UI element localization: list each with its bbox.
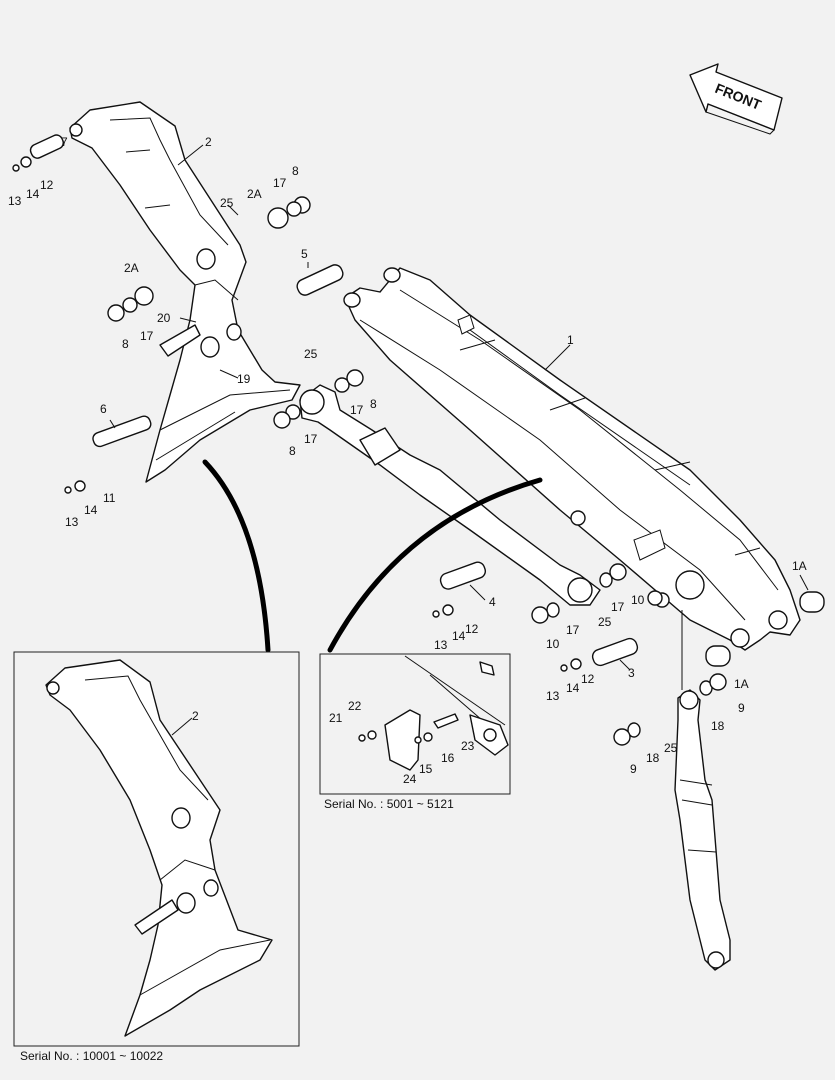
inset-pointer-mid — [327, 477, 543, 653]
callout-14: 14 — [566, 681, 580, 695]
callout-14: 14 — [452, 629, 466, 643]
callout-3: 3 — [628, 666, 635, 680]
callout-labels: 1 1A 1A 2 2A 2A 3 4 5 6 7 8 8 8 8 9 9 10… — [8, 135, 807, 786]
boom-arm — [69, 101, 301, 483]
callout-23: 23 — [461, 739, 475, 753]
callout-17: 17 — [611, 600, 625, 614]
callout-25: 25 — [598, 615, 612, 629]
callout-25: 25 — [304, 347, 318, 361]
callout-2-inset: 2 — [192, 709, 199, 723]
callout-14: 14 — [26, 187, 40, 201]
callout-18: 18 — [711, 719, 725, 733]
callout-25: 25 — [664, 741, 678, 755]
callout-1a: 1A — [734, 677, 749, 691]
callout-17: 17 — [566, 623, 580, 637]
callout-12: 12 — [465, 622, 479, 636]
callout-11: 11 — [103, 491, 116, 505]
callout-17: 17 — [273, 176, 287, 190]
callout-17: 17 — [140, 329, 154, 343]
callout-25: 25 — [220, 196, 234, 210]
callout-20: 20 — [157, 311, 171, 325]
callout-17: 17 — [350, 403, 364, 417]
inset-boom — [45, 659, 273, 1037]
callout-2a: 2A — [247, 187, 262, 201]
callout-10: 10 — [631, 593, 645, 607]
arm-cylinder — [299, 384, 601, 606]
callout-2a: 2A — [124, 261, 139, 275]
callout-19: 19 — [237, 372, 251, 386]
callout-12: 12 — [40, 178, 54, 192]
inset-pointer-left — [202, 459, 271, 653]
callout-1: 1 — [567, 333, 574, 347]
callout-4: 4 — [489, 595, 496, 609]
callout-2: 2 — [205, 135, 212, 149]
inset-mid-serial: Serial No. : 5001 ~ 5121 — [324, 797, 454, 811]
bucket-cylinder — [674, 689, 731, 971]
callout-1a: 1A — [792, 559, 807, 573]
callout-13: 13 — [65, 515, 79, 529]
callout-13: 13 — [546, 689, 560, 703]
callout-9: 9 — [630, 762, 637, 776]
callout-13: 13 — [8, 194, 22, 208]
callout-5: 5 — [301, 247, 308, 261]
callout-10: 10 — [546, 637, 560, 651]
callout-21: 21 — [329, 711, 343, 725]
callout-9: 9 — [738, 701, 745, 715]
callout-14: 14 — [84, 503, 98, 517]
callout-6: 6 — [100, 402, 107, 416]
hardware — [12, 134, 825, 746]
callout-24: 24 — [403, 772, 417, 786]
callout-17: 17 — [304, 432, 318, 446]
front-arrow: FRONT — [689, 63, 783, 135]
callout-8: 8 — [122, 337, 129, 351]
callout-18: 18 — [646, 751, 660, 765]
callout-16: 16 — [441, 751, 455, 765]
inset-left-serial: Serial No. : 10001 ~ 10022 — [20, 1049, 163, 1063]
callout-8: 8 — [289, 444, 296, 458]
callout-8: 8 — [370, 397, 377, 411]
leader-lines — [109, 144, 809, 690]
callout-7: 7 — [61, 135, 68, 149]
callout-22: 22 — [348, 699, 362, 713]
callout-8: 8 — [292, 164, 299, 178]
callout-13: 13 — [434, 638, 448, 652]
inset-bracket — [358, 655, 509, 771]
callout-12: 12 — [581, 672, 595, 686]
callout-15: 15 — [419, 762, 433, 776]
